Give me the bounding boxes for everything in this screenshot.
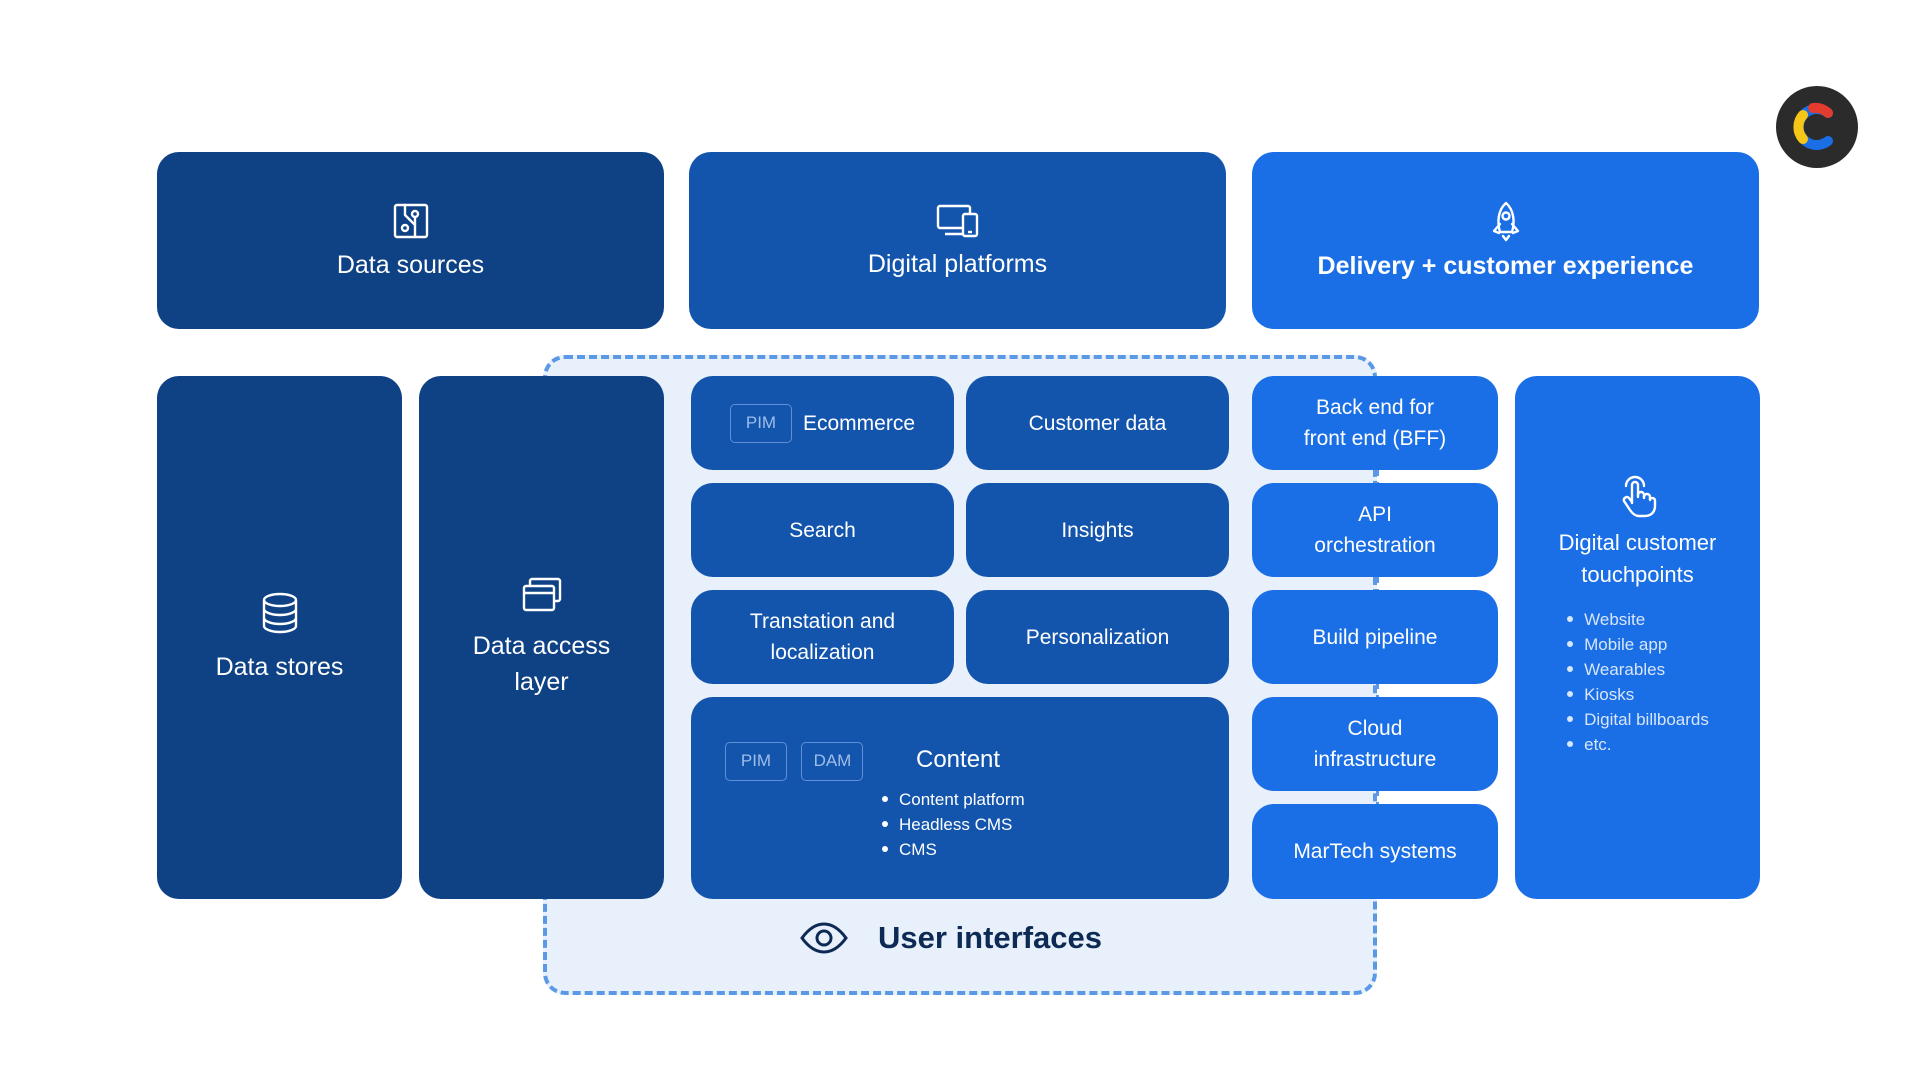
connector-line (1376, 577, 1379, 595)
personalization-box: Personalization (966, 590, 1229, 684)
user-interfaces-text: User interfaces (878, 920, 1103, 955)
delivery-box: Delivery + customer experience (1252, 152, 1759, 329)
delivery-title: Delivery + customer experience (1317, 252, 1694, 280)
list-item: etc. (1566, 732, 1709, 757)
database-icon (260, 591, 300, 635)
digital-platforms-title: Digital platforms (867, 250, 1048, 278)
data-access-layer-box: Data access layer (419, 376, 664, 899)
ecommerce-box: PIM Ecommerce (691, 376, 954, 470)
search-label: Search (789, 518, 856, 542)
connector-line (1376, 790, 1379, 808)
content-title: Content (916, 746, 1001, 773)
content-tags: PIM DAM (725, 742, 864, 781)
list-item: Content platform (881, 787, 1025, 812)
brand-logo (1776, 86, 1858, 168)
eye-icon (800, 922, 848, 954)
content-box: PIM DAM Content Content platform Headles… (691, 697, 1229, 899)
list-item: Mobile app (1566, 632, 1709, 657)
insights-label: Insights (1061, 518, 1134, 542)
translation-box: Transtation and localization (691, 590, 954, 684)
data-stores-box: Data stores (157, 376, 402, 899)
personalization-label: Personalization (1025, 625, 1170, 649)
insights-box: Insights (966, 483, 1229, 577)
list-item: Headless CMS (881, 812, 1025, 837)
data-sources-title: Data sources (336, 251, 485, 279)
build-pipeline-label: Build pipeline (1312, 625, 1438, 649)
devices-icon (935, 202, 981, 240)
translation-label: Transtation and localization (749, 610, 896, 664)
list-item: Digital billboards (1566, 707, 1709, 732)
bff-label: Back end for front end (BFF) (1303, 396, 1447, 450)
digital-platforms-box: Digital platforms (689, 152, 1226, 329)
dam-tag: DAM (801, 742, 864, 781)
build-pipeline-box: Build pipeline (1252, 590, 1498, 684)
rocket-icon (1486, 200, 1526, 242)
cloud-infrastructure-box: Cloud infrastructure (1252, 697, 1498, 791)
data-access-title: Data access layer (472, 631, 611, 696)
pim-tag: PIM (729, 403, 792, 443)
cloud-infrastructure-label: Cloud infrastructure (1313, 717, 1437, 771)
content-bullet-list: Content platform Headless CMS CMS (881, 787, 1025, 862)
data-source-icon (391, 201, 431, 241)
digital-touchpoints-box: Digital customer touchpoints Website Mob… (1515, 376, 1760, 899)
data-stores-title: Data stores (215, 652, 344, 681)
connector-line (1376, 470, 1379, 488)
list-item: CMS (881, 837, 1025, 862)
touchpoints-bullet-list: Website Mobile app Wearables Kiosks Digi… (1566, 607, 1709, 757)
ecommerce-label: Ecommerce (802, 411, 916, 435)
customer-data-label: Customer data (1028, 411, 1167, 435)
connector-line (1376, 683, 1379, 701)
list-item: Kiosks (1566, 682, 1709, 707)
windows-stack-icon (520, 576, 564, 614)
list-item: Wearables (1566, 657, 1709, 682)
api-orchestration-box: API orchestration (1252, 483, 1498, 577)
search-box: Search (691, 483, 954, 577)
user-interfaces-label: User interfaces (800, 920, 1102, 956)
martech-label: MarTech systems (1293, 840, 1457, 863)
customer-data-box: Customer data (966, 376, 1229, 470)
touchpoints-title: Digital customer touchpoints (1558, 530, 1717, 587)
martech-box: MarTech systems (1252, 804, 1498, 899)
data-sources-box: Data sources (157, 152, 664, 329)
pim-tag: PIM (725, 742, 787, 781)
api-orchestration-label: API orchestration (1314, 503, 1436, 557)
bff-box: Back end for front end (BFF) (1252, 376, 1498, 470)
list-item: Website (1566, 607, 1709, 632)
tap-hand-icon (1618, 473, 1658, 519)
